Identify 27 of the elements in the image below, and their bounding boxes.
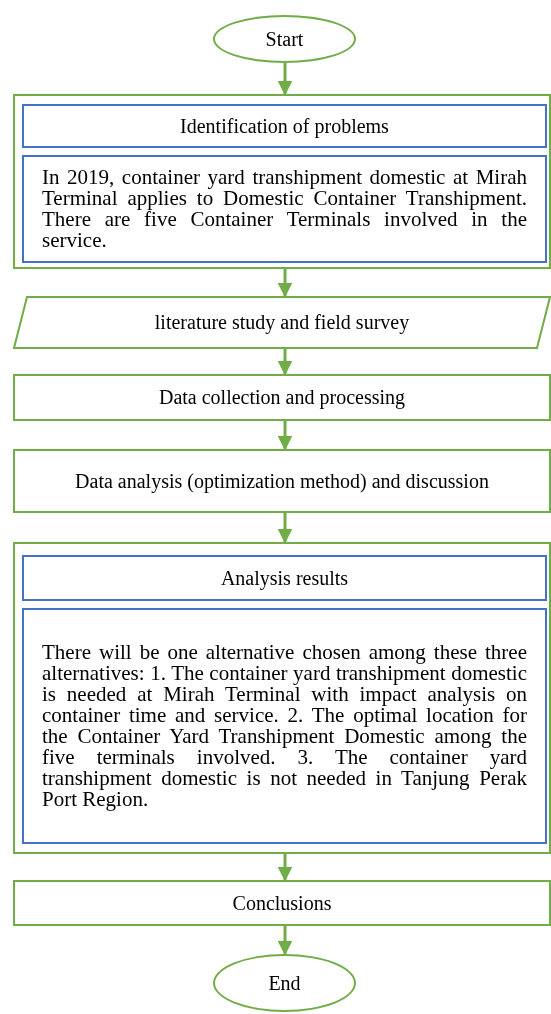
process-box bbox=[13, 880, 551, 926]
text-box bbox=[22, 155, 547, 263]
arrow bbox=[277, 269, 293, 298]
input-parallelogram bbox=[13, 296, 551, 349]
description-text: In 2019, container yard transhipment domestic at Mirah Terminal applies to Domestic Container Transhipment. There are five Container Terminals involved in the service. bbox=[42, 167, 527, 251]
text-box bbox=[22, 608, 547, 844]
description-text: There will be one alternative chosen among these three alternatives: 1. The container yard transhipment domestic is needed at Mirah Terminal with impact analysis on container time and service. 2. The optimal location for the Container Yard Transhipment Domestic among the five terminals involved. 3. The container yard transhipment domestic is not needed in Tanjung Perak Port Region. bbox=[42, 642, 527, 810]
process-box bbox=[13, 374, 551, 421]
label-text: literature study and field survey bbox=[154, 312, 410, 333]
arrow bbox=[277, 63, 293, 96]
label-text: Identification of problems bbox=[180, 115, 389, 137]
arrow bbox=[277, 926, 293, 956]
heading-box bbox=[22, 555, 547, 601]
label-text: Conclusions bbox=[232, 892, 332, 914]
group-box bbox=[13, 542, 551, 854]
arrow bbox=[277, 513, 293, 544]
arrow bbox=[277, 854, 293, 882]
arrow bbox=[277, 421, 293, 451]
label-text: Analysis results bbox=[220, 567, 349, 589]
label-text: End bbox=[268, 972, 301, 994]
label-text: Start bbox=[265, 28, 304, 50]
heading-box bbox=[22, 104, 547, 148]
group-box bbox=[13, 94, 551, 269]
process-box bbox=[13, 449, 551, 513]
label-text: Data collection and processing bbox=[159, 387, 405, 408]
arrow bbox=[277, 349, 293, 376]
label-text: Data analysis (optimization method) and discussion bbox=[75, 470, 489, 492]
